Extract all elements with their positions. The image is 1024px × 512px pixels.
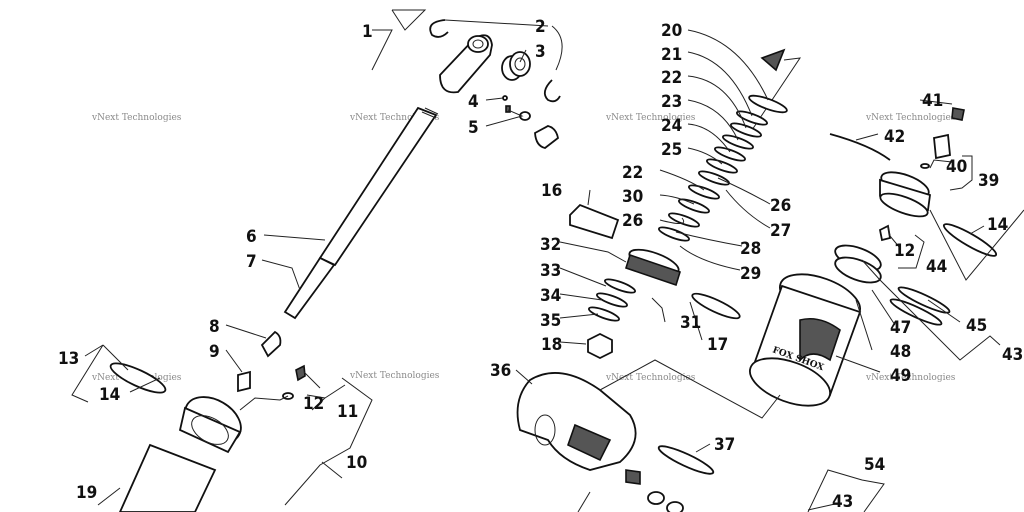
watermark-8: vNext Technologies bbox=[865, 373, 956, 383]
snap-ring-part bbox=[429, 19, 449, 38]
spacer-part bbox=[237, 370, 251, 393]
callout-31: 31 bbox=[680, 313, 701, 333]
snap-ring-part-2 bbox=[543, 79, 561, 103]
watermark-4: vNext Technologies bbox=[865, 113, 956, 123]
callout-54: 54 bbox=[864, 455, 885, 475]
spring-part bbox=[505, 105, 511, 113]
callout-27: 27 bbox=[770, 221, 791, 241]
callout-17: 17 bbox=[707, 335, 728, 355]
callout-12-right: 12 bbox=[894, 241, 915, 261]
watermark-2: vNext Technologies bbox=[349, 113, 440, 123]
callout-33: 33 bbox=[540, 261, 561, 281]
reservoir-cap-part bbox=[879, 171, 931, 218]
shim-part bbox=[748, 94, 788, 114]
callout-22-top: 22 bbox=[661, 68, 682, 88]
callout-47: 47 bbox=[890, 318, 911, 338]
callout-48: 48 bbox=[890, 342, 911, 362]
center-stack bbox=[516, 48, 802, 512]
callout-34: 34 bbox=[540, 286, 561, 306]
callout-10: 10 bbox=[346, 453, 367, 473]
callout-43-bottom: 43 bbox=[832, 492, 853, 512]
callout-14-right: 14 bbox=[987, 215, 1008, 235]
callout-29: 29 bbox=[740, 264, 761, 284]
callout-14-left: 14 bbox=[99, 385, 120, 405]
left-assembly bbox=[109, 19, 561, 512]
o-ring-part bbox=[519, 111, 531, 121]
callout-24: 24 bbox=[661, 116, 682, 136]
ball-part bbox=[502, 95, 508, 101]
callout-3: 3 bbox=[535, 42, 546, 62]
watermark-3: vNext Technologies bbox=[605, 113, 696, 123]
callout-4: 4 bbox=[468, 92, 479, 112]
seal-ring-part-2 bbox=[942, 223, 998, 257]
callout-1: 1 bbox=[362, 22, 373, 42]
body-part bbox=[119, 443, 217, 512]
callout-44: 44 bbox=[926, 257, 947, 277]
bottom-out-bumper-part bbox=[569, 203, 620, 240]
callout-42: 42 bbox=[884, 127, 905, 147]
callout-13: 13 bbox=[58, 349, 79, 369]
callout-8: 8 bbox=[209, 317, 220, 337]
reservoir-body-part: FOX SHOX bbox=[749, 273, 862, 407]
valve-stem-part bbox=[933, 133, 951, 160]
callout-41: 41 bbox=[922, 91, 943, 111]
seal-ring-part bbox=[109, 362, 167, 394]
callout-32: 32 bbox=[540, 235, 561, 255]
bumper-part bbox=[260, 330, 282, 358]
valve-core-part bbox=[625, 469, 641, 485]
callout-26-right: 26 bbox=[770, 196, 791, 216]
callout-35: 35 bbox=[540, 311, 561, 331]
callout-25: 25 bbox=[661, 140, 682, 160]
callout-11: 11 bbox=[337, 402, 358, 422]
body-cap-part bbox=[178, 396, 242, 454]
leader-lines bbox=[71, 9, 1024, 512]
callout-5: 5 bbox=[468, 118, 479, 138]
lower-eyelet-part bbox=[516, 372, 637, 471]
callout-23: 23 bbox=[661, 92, 682, 112]
callout-49: 49 bbox=[890, 366, 911, 386]
callout-37: 37 bbox=[714, 435, 735, 455]
valve-cap-part bbox=[951, 107, 965, 121]
callout-9: 9 bbox=[209, 342, 220, 362]
callout-21: 21 bbox=[661, 45, 682, 65]
callout-22-mid: 22 bbox=[622, 163, 643, 183]
callout-12-left: 12 bbox=[303, 394, 324, 414]
callout-36: 36 bbox=[490, 361, 511, 381]
eyelet-part bbox=[439, 34, 493, 94]
callout-18: 18 bbox=[541, 335, 562, 355]
direction-arrow bbox=[760, 48, 786, 72]
callout-39: 39 bbox=[978, 171, 999, 191]
watermark-1: vNext Technologies bbox=[91, 113, 182, 123]
piston-cap-part bbox=[834, 244, 882, 284]
callout-16: 16 bbox=[541, 181, 562, 201]
o-ring-part-2 bbox=[657, 445, 715, 475]
watermark-6: vNext Technologies bbox=[349, 371, 440, 381]
valve-part bbox=[534, 125, 559, 149]
callout-7: 7 bbox=[246, 252, 257, 272]
screw-part bbox=[295, 364, 306, 382]
shaft-part bbox=[283, 106, 439, 320]
piston-ring-part bbox=[691, 292, 741, 320]
callout-28: 28 bbox=[740, 239, 761, 259]
callout-6: 6 bbox=[246, 227, 257, 247]
retaining-ring-part bbox=[829, 133, 891, 161]
piston-part bbox=[625, 248, 681, 287]
screw-part-2 bbox=[878, 224, 892, 242]
callout-19: 19 bbox=[76, 483, 97, 503]
watermark-7: vNext Technologies bbox=[605, 373, 696, 383]
nut-part bbox=[587, 332, 613, 360]
callout-43-right: 43 bbox=[1002, 345, 1023, 365]
callout-40: 40 bbox=[946, 157, 967, 177]
callout-labels: 1 2 3 4 5 6 7 8 9 10 11 12 13 14 16 17 1… bbox=[58, 17, 1023, 512]
callout-20: 20 bbox=[661, 21, 682, 41]
bushing-part bbox=[501, 51, 531, 81]
callout-2: 2 bbox=[535, 17, 546, 37]
callout-30: 30 bbox=[622, 187, 643, 207]
callout-45: 45 bbox=[966, 316, 987, 336]
callout-26-left: 26 bbox=[622, 211, 643, 231]
